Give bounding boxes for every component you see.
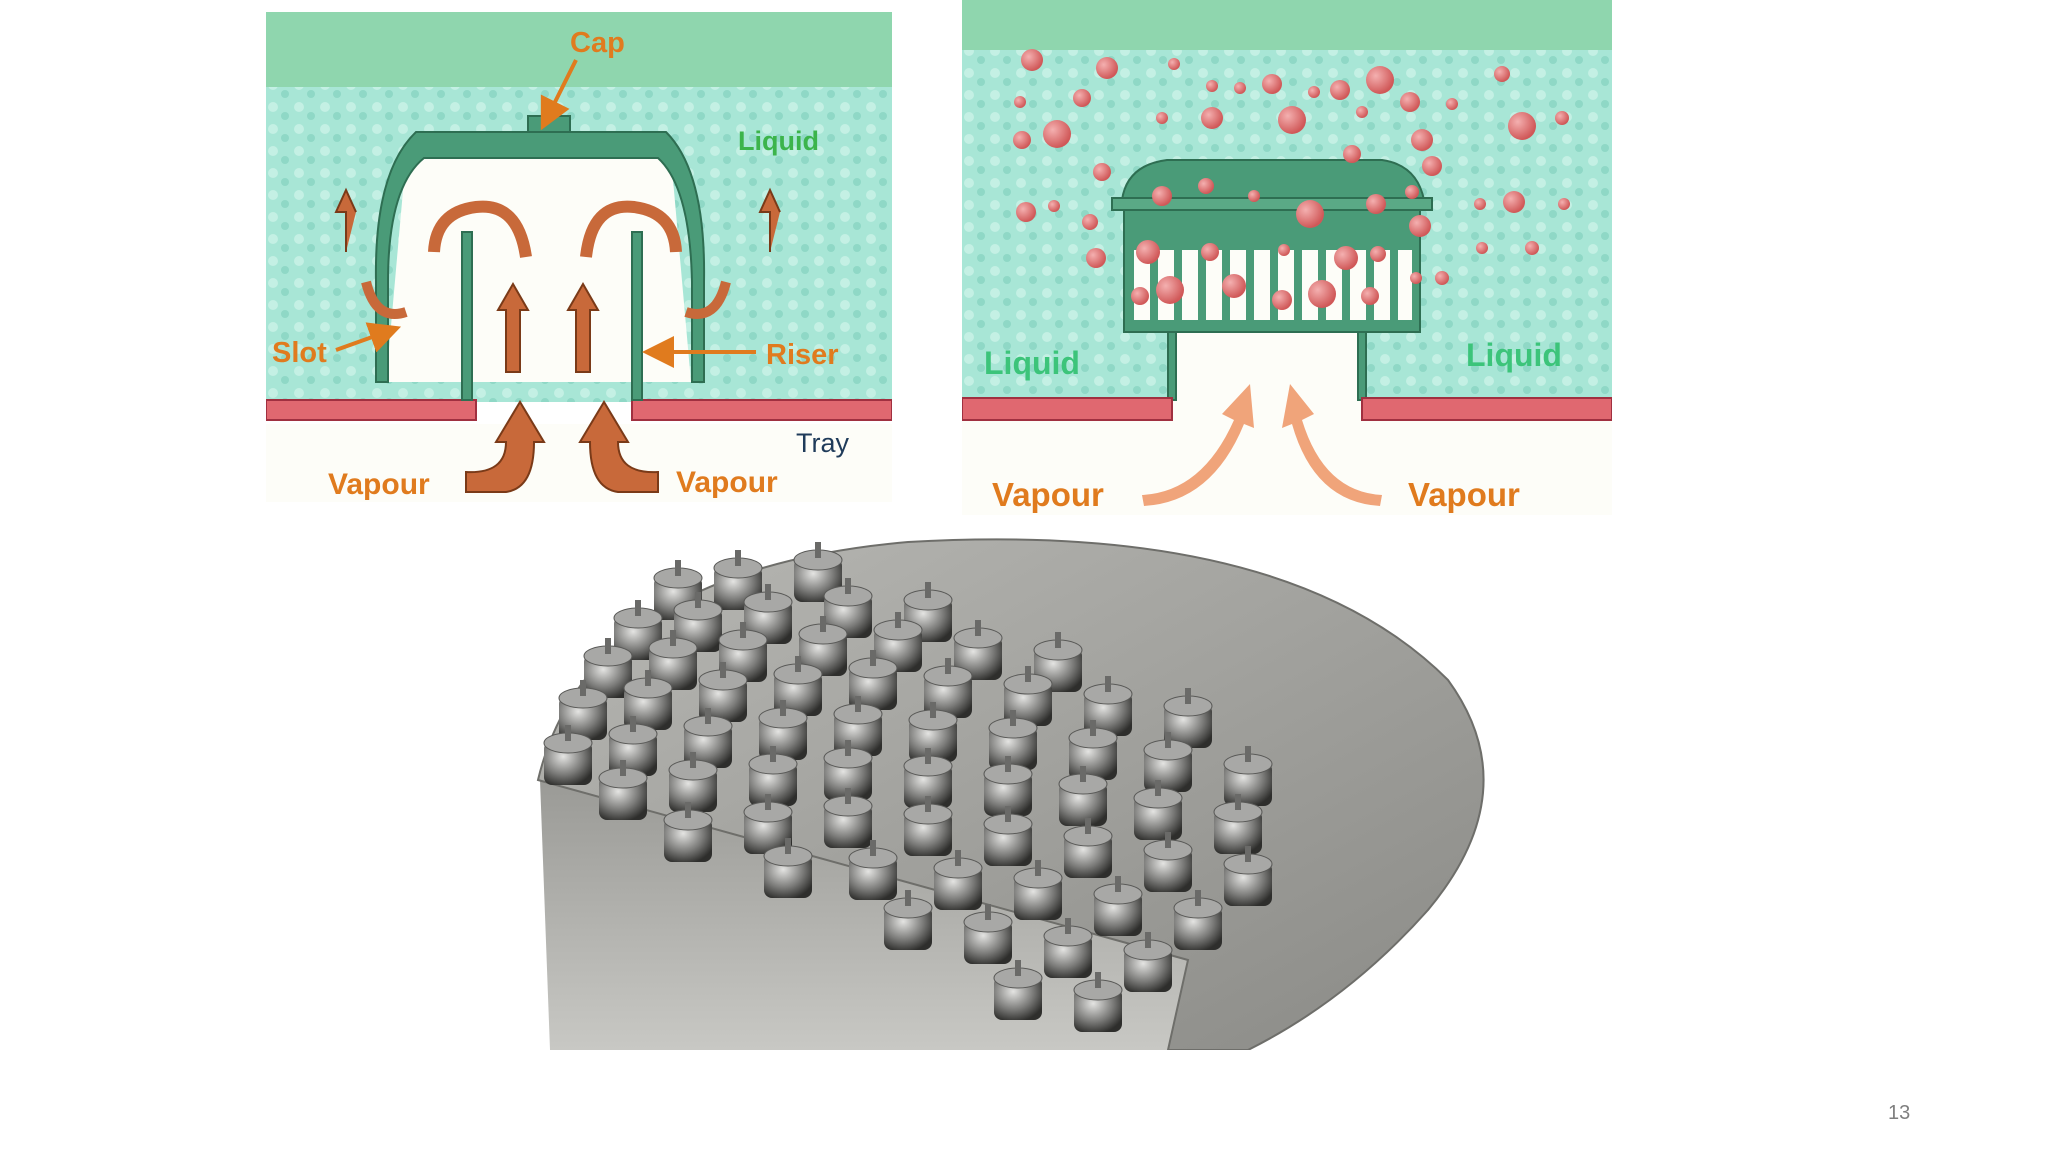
bubble-cap-unit bbox=[1063, 818, 1113, 878]
riser-wall-left bbox=[1167, 329, 1177, 401]
bubble-cap-unit bbox=[1043, 918, 1093, 978]
bubble-cap-unit bbox=[763, 838, 813, 898]
tray-plate-right bbox=[1361, 397, 1612, 421]
label-tray: Tray bbox=[796, 428, 849, 458]
bubble-cap-tray-photo bbox=[536, 538, 1485, 1050]
label-riser: Riser bbox=[766, 339, 839, 371]
vapour-arrow-right bbox=[1282, 384, 1382, 506]
bubble-cap-unit bbox=[1133, 780, 1183, 840]
bubble-cap-unit bbox=[663, 802, 713, 862]
bubble-cap-unit bbox=[963, 904, 1013, 964]
riser-left bbox=[461, 231, 473, 401]
label-liquid-right: Liquid bbox=[1466, 337, 1562, 373]
bubble-cap-unit bbox=[1223, 846, 1273, 906]
bubble-cap-unit bbox=[1143, 832, 1193, 892]
cap-pointer bbox=[540, 59, 578, 131]
label-vapour-right: Vapour bbox=[1408, 476, 1520, 513]
bubble-cap-dome bbox=[1120, 159, 1426, 201]
vapour-bubbles bbox=[1013, 49, 1570, 310]
riser-passage bbox=[1172, 330, 1364, 420]
riser-wall-right bbox=[1357, 329, 1367, 401]
vapour-arrow-up-2 bbox=[566, 281, 600, 373]
slot-arrow-right bbox=[684, 280, 731, 319]
bubble-cap-unit bbox=[883, 890, 933, 950]
bubble-cap-unit bbox=[713, 550, 763, 610]
vapour-arrow-curve-right bbox=[580, 200, 682, 258]
bubble-cap-unit bbox=[823, 740, 873, 800]
bubble-cap-unit bbox=[648, 630, 698, 690]
tray-plate-left bbox=[266, 399, 477, 421]
bubble-cap-unit bbox=[1073, 972, 1123, 1032]
label-liquid: Liquid bbox=[738, 126, 819, 156]
bubble-cap-unit bbox=[583, 638, 633, 698]
bubble-cap-unit bbox=[1058, 766, 1108, 826]
vapour-inlet-arrow-right bbox=[578, 400, 659, 493]
bubble-cap-unit bbox=[798, 616, 848, 676]
cap-interior bbox=[386, 157, 691, 382]
rising-arrow-left bbox=[334, 187, 357, 252]
label-vapour-right: Vapour bbox=[676, 466, 778, 499]
bubble-cap-unit bbox=[543, 725, 593, 785]
bubble-cap-unit bbox=[993, 960, 1043, 1020]
slide-number: 13 bbox=[1888, 1102, 1911, 1124]
bubble-cap-unit bbox=[1213, 794, 1263, 854]
vapour-inlet-arrow-left bbox=[465, 400, 546, 493]
label-slot: Slot bbox=[272, 337, 327, 369]
label-vapour-left: Vapour bbox=[992, 476, 1104, 513]
liquid-surface bbox=[962, 0, 1612, 50]
bubble-cap-unit bbox=[748, 746, 798, 806]
label-cap: Cap bbox=[570, 27, 625, 59]
bubble-cap-unit bbox=[933, 850, 983, 910]
bubble-cap bbox=[374, 131, 706, 383]
vapour-arrow-up-1 bbox=[496, 281, 530, 373]
riser-right bbox=[631, 231, 643, 401]
tray-plate-right bbox=[631, 399, 892, 421]
slot-arrow-left bbox=[361, 280, 408, 319]
rising-arrow-right bbox=[758, 187, 781, 252]
bubble-cap-unit bbox=[908, 702, 958, 762]
vapour-arrow-left bbox=[1142, 384, 1254, 506]
bubble-cap-unit bbox=[668, 752, 718, 812]
bubble-cap-unit bbox=[1123, 932, 1173, 992]
bubble-cap-unit bbox=[823, 788, 873, 848]
bubble-cap-unit bbox=[983, 756, 1033, 816]
tray-plate-left bbox=[962, 397, 1173, 421]
bubble-cap-unit bbox=[903, 796, 953, 856]
vapour-region bbox=[266, 424, 892, 502]
bubble-cap-unit bbox=[833, 696, 883, 756]
bubble-cap-unit bbox=[848, 840, 898, 900]
bubble-cap-unit bbox=[743, 584, 793, 644]
bubble-cap-unit bbox=[903, 748, 953, 808]
vapour-arrow-curve-left bbox=[428, 200, 532, 258]
bubble-cap-unit bbox=[598, 760, 648, 820]
label-vapour-left: Vapour bbox=[328, 468, 430, 501]
vapour-region bbox=[962, 420, 1612, 515]
bubble-cap-unit bbox=[1093, 876, 1143, 936]
bubble-cap-liquid-diagram: Liquid Liquid Vapour Vapour bbox=[962, 0, 1612, 515]
bubble-cap-unit bbox=[983, 806, 1033, 866]
liquid-surface bbox=[266, 12, 892, 87]
bubble-cap-unit bbox=[1163, 688, 1213, 748]
slot-pointer bbox=[335, 322, 402, 353]
bubble-cap-unit bbox=[988, 710, 1038, 770]
cap-knob bbox=[527, 115, 571, 133]
bubble-cap-cross-section-diagram: Cap Liquid Slot Riser Tray Vapour Vapour bbox=[266, 12, 892, 502]
bubble-cap-unit bbox=[1173, 890, 1223, 950]
bubble-cap-unit bbox=[743, 794, 793, 854]
bubble-cap-unit bbox=[1013, 860, 1063, 920]
label-liquid-left: Liquid bbox=[984, 345, 1080, 381]
